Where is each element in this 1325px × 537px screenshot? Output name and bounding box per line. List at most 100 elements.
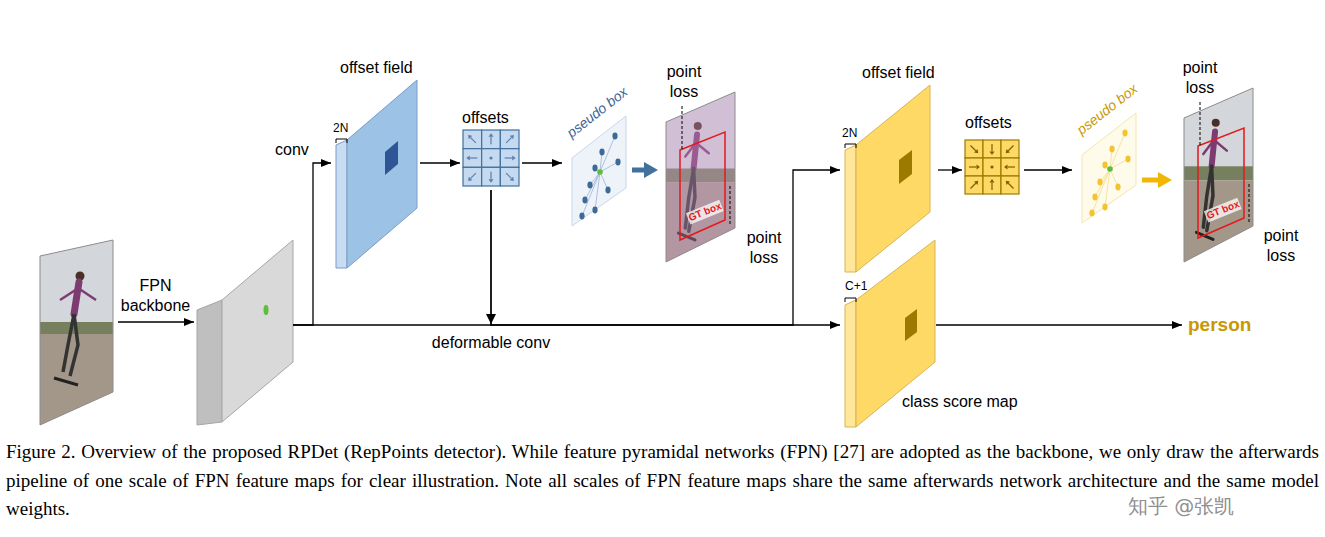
person-torso xyxy=(74,282,79,314)
feature-cell xyxy=(899,150,912,184)
offset-field-map: offset field 2N xyxy=(840,63,938,275)
loss-label: point loss xyxy=(1257,226,1305,266)
grid-cell xyxy=(965,176,983,194)
loss-leader xyxy=(1200,102,1201,146)
photo-sky xyxy=(1184,88,1253,175)
rep-point xyxy=(1125,156,1130,163)
rep-point xyxy=(1122,130,1127,137)
offset-arrow xyxy=(506,173,511,178)
offset-arrow xyxy=(1008,145,1013,150)
loss-label: point loss xyxy=(658,62,710,102)
offset-arrowhead xyxy=(990,152,995,156)
skateboard xyxy=(54,378,78,385)
offset-arrow xyxy=(1008,183,1013,188)
point-link xyxy=(582,172,600,216)
rep-point xyxy=(1092,194,1097,201)
person-arm xyxy=(78,288,96,300)
photo-frame xyxy=(666,92,735,262)
edge-label: deformable conv xyxy=(430,333,552,353)
shape-group xyxy=(336,80,417,268)
grid-cell xyxy=(983,140,1001,158)
photo-sky xyxy=(40,240,113,325)
offset-grid: offsets xyxy=(460,108,522,190)
rep-point xyxy=(1089,210,1094,217)
offset-arrowhead xyxy=(977,165,981,170)
slab-side xyxy=(336,140,347,268)
pseudo-box: pseudo box xyxy=(1072,75,1142,240)
rep-point xyxy=(592,165,597,172)
person-arm xyxy=(60,289,77,300)
figure-caption: Figure 2. Overview of the proposed RPDet… xyxy=(6,438,1319,524)
shape-group xyxy=(1184,88,1253,262)
offset-arrowhead xyxy=(510,135,514,139)
connector-arrow xyxy=(522,162,562,163)
feature-line xyxy=(293,324,491,325)
gt-box xyxy=(680,132,725,240)
node-shape xyxy=(332,58,420,270)
class-output-arrow xyxy=(936,324,1182,325)
rep-point xyxy=(612,133,617,140)
offset-arrow xyxy=(970,145,975,150)
rep-point xyxy=(1102,204,1107,211)
offset-arrow xyxy=(470,157,478,158)
feature-map-front xyxy=(222,240,293,422)
grid-cell xyxy=(983,158,1001,176)
offset-arrowhead xyxy=(489,179,494,183)
map-title: offset field xyxy=(340,58,413,78)
feature-point xyxy=(264,305,269,315)
watermark: 知乎 @张凯 xyxy=(1128,494,1234,518)
offset-arrowhead xyxy=(974,149,978,153)
center-point xyxy=(1107,166,1113,172)
point-link xyxy=(600,162,618,172)
photo-frame xyxy=(1184,88,1253,262)
photo-frame xyxy=(40,240,113,425)
offset-arrowhead xyxy=(489,133,494,137)
offset-arrowhead xyxy=(468,135,472,139)
rep-point xyxy=(587,182,592,189)
offset-arrowhead xyxy=(510,177,514,181)
photo xyxy=(666,92,735,262)
result-image: point losspoint lossGT box xyxy=(658,62,790,277)
grid-cell xyxy=(463,130,482,149)
grid-cell xyxy=(482,167,501,186)
dimension-bracket xyxy=(336,139,347,143)
offset-arrow xyxy=(471,173,476,178)
grid-cell xyxy=(500,149,519,168)
class-output: person xyxy=(1188,313,1251,337)
feature-cell xyxy=(905,309,917,341)
slab-side xyxy=(845,300,856,427)
map-title: class score map xyxy=(902,392,1018,412)
grid-cell xyxy=(500,167,519,186)
rep-point xyxy=(1115,184,1120,191)
photo-tint xyxy=(666,92,735,262)
channel-dimension: C+1 xyxy=(845,279,867,293)
channel-dimension: 2N xyxy=(842,126,857,140)
point-link xyxy=(585,172,600,200)
grid-cell xyxy=(1001,176,1019,194)
point-link xyxy=(1110,159,1128,169)
grid-cell xyxy=(500,130,519,149)
class-score-map: C+1 class score map xyxy=(840,232,1030,430)
connector-arrow xyxy=(632,168,650,173)
offset-arrowhead xyxy=(974,181,978,185)
slab-front xyxy=(856,85,930,272)
loss-leader xyxy=(1249,184,1250,222)
grid-cell xyxy=(1001,140,1019,158)
channel-dimension: 2N xyxy=(333,121,348,135)
offset-field-map: offset field 2N xyxy=(332,58,420,270)
shape-group xyxy=(666,92,735,262)
point-link xyxy=(1110,133,1125,169)
connector-arrow xyxy=(1142,178,1164,183)
rep-point xyxy=(579,213,584,220)
loss-label: point loss xyxy=(1174,58,1226,98)
input-photo xyxy=(40,240,113,425)
offset-arrowhead xyxy=(466,156,470,161)
feature-map-side xyxy=(197,300,222,425)
loss-label: point loss xyxy=(740,228,788,268)
grid-cell xyxy=(463,149,482,168)
photo xyxy=(1184,88,1253,262)
offset-arrow xyxy=(506,138,511,143)
offset-arrowhead xyxy=(1004,165,1008,170)
person-torso xyxy=(1212,132,1215,167)
map-title: offset field xyxy=(862,63,935,83)
